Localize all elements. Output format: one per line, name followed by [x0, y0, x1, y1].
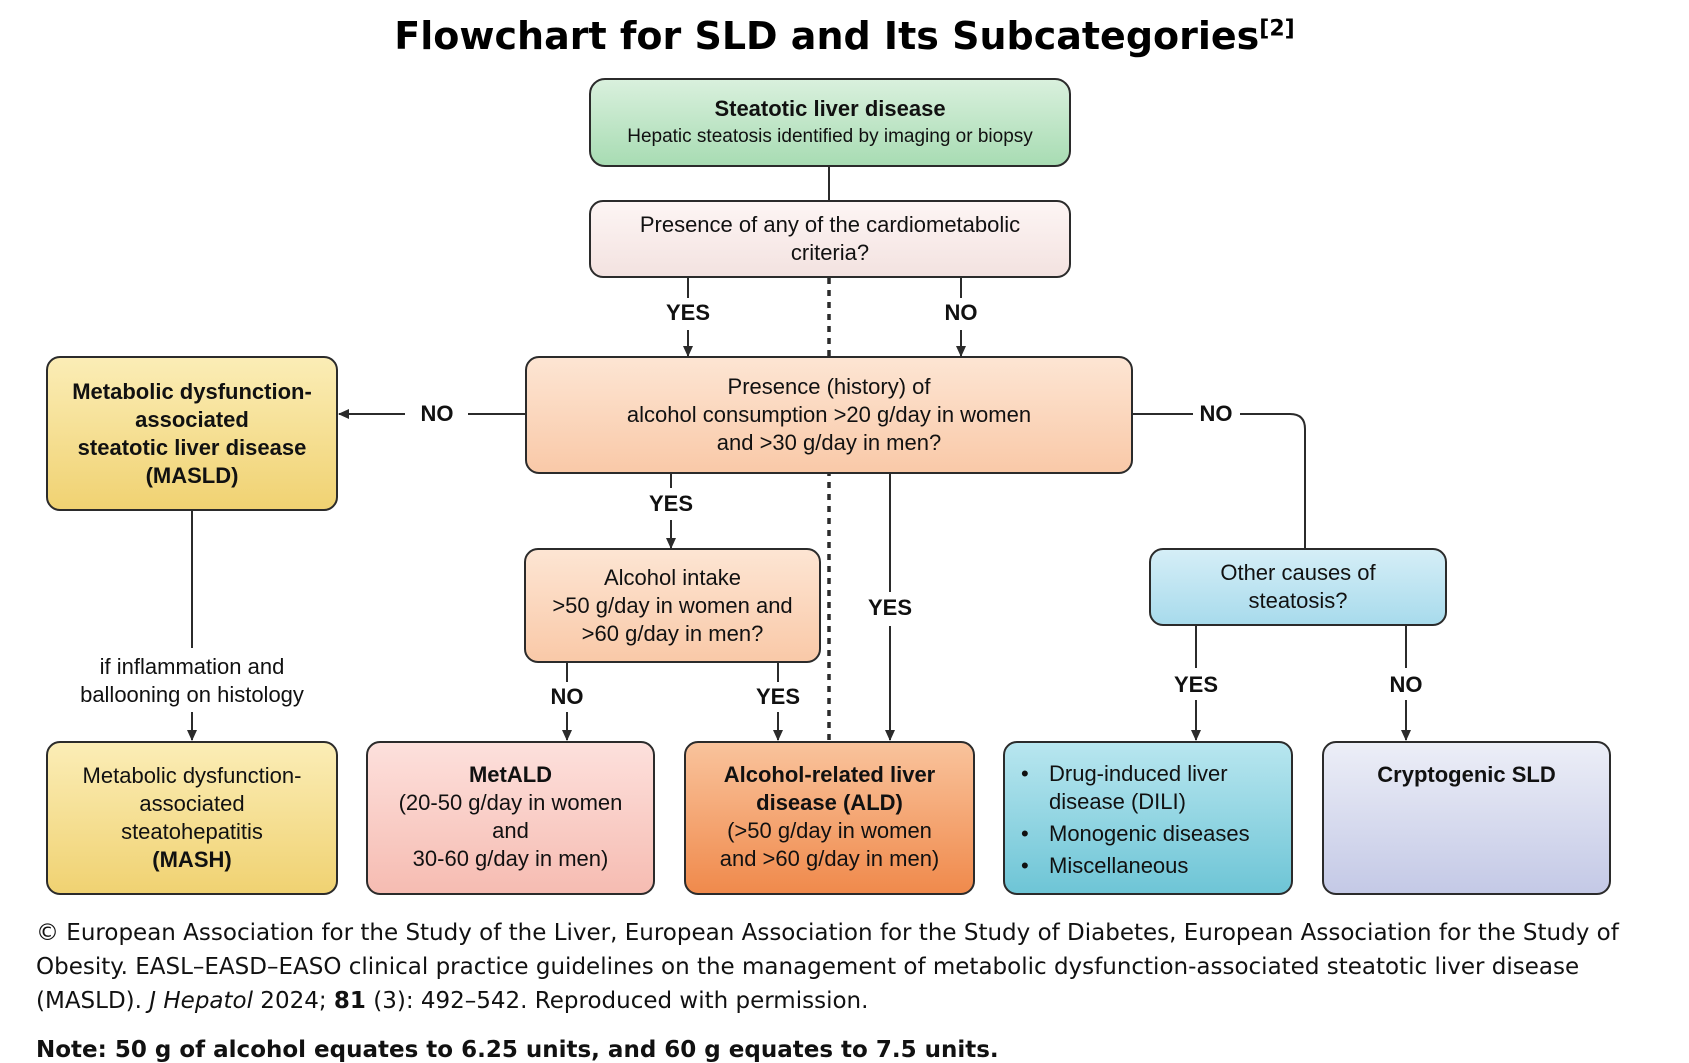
node-alcohol-consumption: Presence (history) of alcohol consumptio… [525, 356, 1133, 474]
node-text-line: and [492, 818, 529, 843]
node-alcohol-intake: Alcohol intake >50 g/day in women and >6… [524, 548, 821, 663]
list-item: Miscellaneous [1005, 852, 1291, 880]
node-text-line: (MASH) [152, 847, 232, 872]
edge-label-other-no: NO [1389, 672, 1423, 697]
node-title: Steatotic liver disease [714, 95, 946, 121]
node-text-line: alcohol consumption >20 g/day in women [626, 402, 1032, 427]
node-text-line: criteria? [790, 240, 870, 265]
node-mash: Metabolic dysfunction- associated steato… [46, 741, 338, 895]
node-title: Alcohol-related liver [723, 762, 936, 787]
node-text-line: (MASLD) [145, 462, 239, 488]
node-text-line: associated [139, 791, 245, 816]
node-masld: Metabolic dysfunction- associated steato… [46, 356, 338, 511]
node-text-line: >50 g/day in women and [552, 592, 793, 618]
node-other-causes-list: Drug-induced liver disease (DILI) Monoge… [1003, 741, 1293, 895]
alcohol-units-note: Note: 50 g of alcohol equates to 6.25 un… [36, 1037, 999, 1063]
node-text-line: Metabolic dysfunction- [72, 378, 312, 404]
list-item: Monogenic diseases [1005, 820, 1291, 848]
node-text-line: steatosis? [1248, 588, 1348, 613]
edge-label-cardio-no: NO [944, 300, 978, 325]
node-ald: Alcohol-related liver disease (ALD) (>50… [684, 741, 975, 895]
node-text-line: associated [135, 406, 249, 432]
node-steatotic-liver-disease: Steatotic liver disease Hepatic steatosi… [589, 78, 1071, 167]
edge-label-mash-condition: if inflammation and ballooning on histol… [80, 654, 304, 707]
node-text-line: Other causes of [1220, 560, 1376, 585]
node-text-line: (>50 g/day in women [727, 818, 932, 843]
node-text-line: 30-60 g/day in men) [412, 846, 609, 871]
edge-label-alcohol-yes: YES [648, 491, 694, 516]
node-text-line: Presence of any of the cardiometabolic [639, 212, 1021, 237]
node-cardiometabolic-criteria: Presence of any of the cardiometabolic c… [589, 200, 1071, 278]
node-text-line: steatotic liver disease [77, 434, 307, 460]
node-text-line: and >30 g/day in men? [716, 430, 942, 455]
node-text-line: and >60 g/day in men) [719, 846, 940, 871]
node-metald: MetALD (20-50 g/day in women and 30-60 g… [366, 741, 655, 895]
node-text-line: >60 g/day in men? [581, 620, 764, 646]
edge-label-intake-yes: YES [755, 684, 801, 709]
edge-label-cardio-yes: YES [665, 300, 711, 325]
cause-list: Drug-induced liver disease (DILI) Monoge… [1005, 760, 1291, 880]
node-text-line: Metabolic dysfunction- [82, 763, 302, 788]
node-title: disease (ALD) [756, 790, 903, 815]
node-subtitle: Hepatic steatosis identified by imaging … [627, 125, 1033, 147]
edge-label-alcohol-no-left: NO [420, 401, 454, 426]
edge-label-alcohol-no-right: NO [1199, 401, 1233, 426]
citation: © European Association for the Study of … [36, 920, 1619, 1014]
edge-label-other-yes: YES [1173, 672, 1219, 697]
node-text-line: Presence (history) of [727, 374, 931, 399]
node-title: Cryptogenic SLD [1377, 762, 1556, 787]
page-title: Flowchart for SLD and Its Subcategories[… [394, 14, 1295, 58]
node-text-line: (20-50 g/day in women [398, 790, 623, 815]
node-text-line: steatohepatitis [121, 819, 263, 844]
edge-label-ald-yes: YES [867, 595, 913, 620]
node-title: MetALD [468, 762, 553, 787]
edge-label-intake-no: NO [550, 684, 584, 709]
node-cryptogenic-sld: Cryptogenic SLD [1322, 741, 1611, 895]
node-text-line: Alcohol intake [604, 564, 741, 590]
node-other-causes: Other causes of steatosis? [1149, 548, 1447, 626]
list-item: Drug-induced liver disease (DILI) [1005, 760, 1291, 816]
